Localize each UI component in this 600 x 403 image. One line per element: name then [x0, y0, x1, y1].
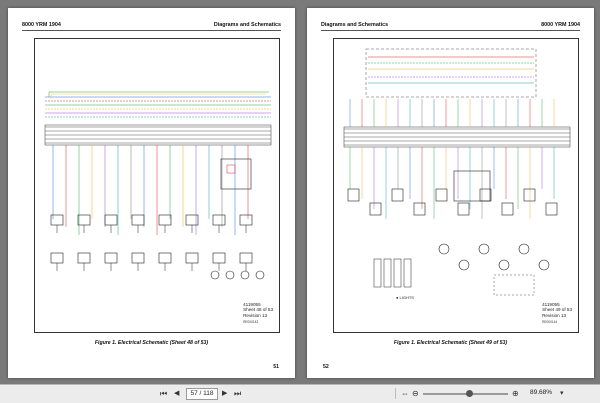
schematic-component-box	[413, 202, 426, 216]
viewer-toolbar: ⏮ ◀ ▶ ⏭ ⇔ ⊖ ⊕ 89.68% ▾	[0, 384, 600, 403]
schematic-component-box	[104, 252, 118, 264]
schematic-solenoid-symbol	[240, 270, 250, 280]
schematic-lamp-symbol	[518, 243, 530, 255]
right-sheet-number: Sheet 49 of 53	[542, 307, 572, 313]
left-drawing-number: 4119055	[243, 301, 261, 307]
schematic-lamp-symbol	[458, 259, 470, 271]
schematic-component-box	[158, 214, 172, 226]
schematic-connector-block	[383, 258, 392, 288]
schematic-solenoid-symbol	[210, 270, 220, 280]
left-figure-caption: Figure 1. Electrical Schematic (Sheet 48…	[94, 340, 209, 346]
left-electrical-schematic	[44, 91, 272, 280]
schematic-component-box	[77, 214, 91, 226]
schematic-component-box	[347, 188, 360, 202]
schematic-solenoid-symbol	[255, 270, 265, 280]
left-schematic-info-block: 4119055 Sheet 48 of 53 Revision 13 RE000…	[243, 302, 273, 326]
schematic-component-box	[391, 188, 404, 202]
schematic-dashed-region	[365, 48, 537, 98]
left-page-section-title: Diagrams and Schematics	[213, 22, 281, 28]
schematic-zigzag-wire	[48, 91, 269, 97]
previous-page-icon[interactable]: ◀	[174, 390, 180, 397]
left-drawing-code: RE000143	[243, 320, 259, 325]
zoom-slider[interactable]	[423, 390, 508, 397]
zoom-in-icon[interactable]: ⊕	[512, 389, 519, 398]
schematic-harness-box	[44, 124, 272, 146]
lights-bullet-icon: ●	[396, 295, 400, 300]
schematic-component-box	[239, 252, 253, 264]
schematic-module-block	[453, 170, 491, 202]
right-schematic-info-block: 4119055 Sheet 49 of 53 Revision 13 RE000…	[542, 302, 572, 326]
schematic-component-box	[435, 188, 448, 202]
left-page-header-rule	[22, 30, 281, 31]
left-revision: Revision 13	[243, 312, 268, 318]
schematic-component-box	[131, 214, 145, 226]
schematic-component-box	[545, 202, 558, 216]
schematic-solenoid-symbol	[225, 270, 235, 280]
schematic-component-box	[77, 252, 91, 264]
last-page-icon[interactable]: ⏭	[234, 389, 242, 398]
left-schematic-frame: 4119055 Sheet 48 of 53 Revision 13 RE000…	[34, 38, 280, 333]
toolbar-separator	[395, 388, 396, 399]
schematic-component-box	[369, 202, 382, 216]
left-document-page: 8000 YRM 1904 Diagrams and Schematics 41…	[8, 8, 295, 378]
lights-label: ● LIGHTS	[396, 295, 414, 300]
schematic-lamp-symbol	[498, 259, 510, 271]
left-sheet-number: Sheet 48 of 53	[243, 307, 273, 313]
right-page-doc-code: 8000 YRM 1904	[541, 22, 580, 28]
right-drawing-code: RE000144	[542, 320, 558, 325]
schematic-lamp-symbol	[538, 259, 550, 271]
schematic-component-box	[158, 252, 172, 264]
right-electrical-schematic	[343, 48, 571, 296]
schematic-dashed-region	[493, 274, 535, 296]
right-revision: Revision 13	[542, 312, 567, 318]
schematic-component-box	[501, 202, 514, 216]
next-page-icon[interactable]: ▶	[222, 390, 228, 397]
page-number-input[interactable]	[186, 388, 218, 400]
schematic-component-box	[50, 252, 64, 264]
schematic-relay-contact	[226, 164, 236, 174]
left-page-number: 51	[273, 364, 279, 370]
zoom-level-value[interactable]: 89.68%	[530, 389, 553, 396]
schematic-lamp-symbol	[438, 243, 450, 255]
fit-width-icon[interactable]: ⇔	[401, 389, 409, 398]
left-page-doc-code: 8000 YRM 1904	[22, 22, 61, 28]
right-drawing-number: 4119055	[542, 301, 560, 307]
schematic-component-box	[239, 214, 253, 226]
schematic-component-box	[185, 252, 199, 264]
schematic-component-box	[212, 214, 226, 226]
schematic-lamp-symbol	[478, 243, 490, 255]
schematic-zigzag-wire	[50, 93, 266, 99]
schematic-component-box	[212, 252, 226, 264]
schematic-component-box	[104, 214, 118, 226]
schematic-connector-block	[403, 258, 412, 288]
schematic-relay-block	[220, 158, 252, 190]
schematic-component-box	[457, 202, 470, 216]
schematic-component-box	[131, 252, 145, 264]
right-schematic-frame: ● LIGHTS 4119055 Sheet 49 of 53 Revision…	[333, 38, 579, 333]
schematic-connector-block	[393, 258, 402, 288]
schematic-component-box	[523, 188, 536, 202]
zoom-out-icon[interactable]: ⊖	[412, 389, 419, 398]
zoom-slider-knob[interactable]	[466, 390, 474, 397]
right-page-header-rule	[321, 30, 580, 31]
schematic-connector-block	[373, 258, 382, 288]
first-page-icon[interactable]: ⏮	[160, 389, 168, 398]
right-document-page: Diagrams and Schematics 8000 YRM 1904 ● …	[307, 8, 594, 378]
right-page-section-title: Diagrams and Schematics	[321, 22, 389, 28]
lights-label-text: LIGHTS	[399, 295, 414, 300]
right-page-number: 52	[323, 364, 329, 370]
schematic-component-box	[479, 188, 492, 202]
right-figure-caption: Figure 1. Electrical Schematic (Sheet 49…	[393, 340, 508, 346]
zoom-dropdown-icon[interactable]: ▾	[560, 390, 564, 397]
